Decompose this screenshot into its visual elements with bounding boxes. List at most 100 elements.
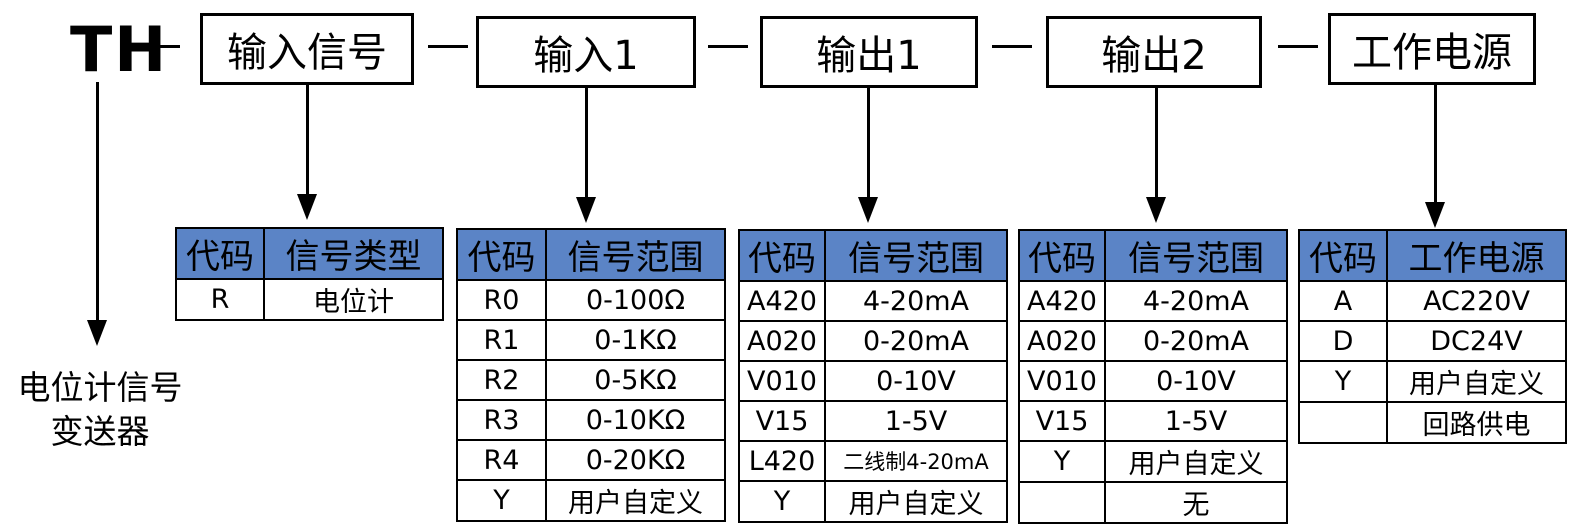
- value-cell: 1-5V: [1104, 400, 1288, 442]
- code-cell: V010: [1018, 360, 1106, 402]
- code-cell: Y: [1298, 360, 1388, 403]
- code-cell: A020: [738, 320, 826, 362]
- code-cell: R2: [456, 359, 547, 401]
- column-header-code: 代码: [456, 228, 547, 281]
- value-cell: 0-20KΩ: [545, 439, 726, 481]
- value-cell: AC220V: [1386, 280, 1567, 322]
- arrow-line: [585, 88, 588, 198]
- separator-dash: [140, 45, 180, 48]
- value-cell: 用户自定义: [824, 480, 1008, 523]
- table-row: 无: [1018, 481, 1288, 524]
- code-cell: A: [1298, 280, 1388, 322]
- value-cell: 0-1KΩ: [545, 319, 726, 361]
- arrow-line: [1434, 85, 1437, 203]
- value-cell: 电位计: [263, 278, 444, 321]
- column-header-signal-type: 信号类型: [263, 227, 444, 280]
- code-cell: V010: [738, 360, 826, 402]
- table-row: R 电位计: [175, 278, 444, 321]
- header-output-1: 输出1: [760, 16, 978, 88]
- value-cell: 0-10KΩ: [545, 399, 726, 441]
- header-input-signal: 输入信号: [200, 13, 414, 85]
- code-cell: R4: [456, 439, 547, 481]
- column-header-signal-range: 信号范围: [1104, 229, 1288, 282]
- arrow-line: [306, 85, 309, 195]
- header-input-1: 输入1: [476, 16, 696, 88]
- column-header-code: 代码: [175, 227, 265, 280]
- product-name: 电位计信号 变送器: [2, 366, 198, 454]
- value-cell: 无: [1104, 481, 1288, 524]
- column-header-signal-range: 信号范围: [545, 228, 726, 281]
- value-cell: 回路供电: [1386, 401, 1567, 444]
- column-header-code: 代码: [1298, 229, 1388, 282]
- header-power-supply: 工作电源: [1328, 13, 1536, 85]
- value-cell: DC24V: [1386, 320, 1567, 362]
- arrow-head-icon: [576, 197, 596, 223]
- value-cell: 0-20mA: [824, 320, 1008, 362]
- code-cell: V15: [1018, 400, 1106, 442]
- separator-dash: [992, 45, 1032, 48]
- column-header-power-supply: 工作电源: [1386, 229, 1567, 282]
- separator-dash: [428, 45, 468, 48]
- code-cell: A420: [1018, 280, 1106, 322]
- code-cell: Y: [738, 480, 826, 523]
- arrow-head-icon: [297, 194, 317, 220]
- code-cell: Y: [1018, 440, 1106, 483]
- value-cell: 用户自定义: [545, 479, 726, 522]
- code-cell: L420: [738, 440, 826, 482]
- input-signal-table: 代码 信号类型 R 电位计: [175, 227, 444, 321]
- code-cell: [1018, 481, 1106, 524]
- header-output-2: 输出2: [1046, 16, 1262, 88]
- value-cell: 0-20mA: [1104, 320, 1288, 362]
- arrow-line: [1155, 88, 1158, 198]
- value-cell: 4-20mA: [824, 280, 1008, 322]
- model-prefix: TH: [70, 13, 169, 86]
- table-row: 回路供电: [1298, 401, 1567, 444]
- product-name-line-2: 变送器: [50, 412, 150, 451]
- code-cell: R: [175, 278, 265, 321]
- column-header-code: 代码: [738, 229, 826, 282]
- code-cell: A020: [1018, 320, 1106, 362]
- code-cell: Y: [456, 479, 547, 522]
- arrow-head-icon: [1146, 197, 1166, 223]
- value-cell: 二线制4-20mA: [824, 440, 1008, 482]
- code-cell: R3: [456, 399, 547, 441]
- column-header-code: 代码: [1018, 229, 1106, 282]
- arrow-head-icon: [1425, 202, 1445, 228]
- code-cell: R0: [456, 279, 547, 321]
- code-cell: [1298, 401, 1388, 444]
- value-cell: 4-20mA: [1104, 280, 1288, 322]
- value-cell: 用户自定义: [1386, 360, 1567, 403]
- column-header-signal-range: 信号范围: [824, 229, 1008, 282]
- value-cell: 用户自定义: [1104, 440, 1288, 483]
- separator-dash: [1278, 45, 1318, 48]
- value-cell: 0-5KΩ: [545, 359, 726, 401]
- code-cell: V15: [738, 400, 826, 442]
- arrow-head-icon: [858, 197, 878, 223]
- separator-dash: [708, 45, 748, 48]
- arrow-line: [96, 82, 99, 322]
- code-cell: D: [1298, 320, 1388, 362]
- arrow-head-icon: [87, 320, 107, 346]
- code-cell: A420: [738, 280, 826, 322]
